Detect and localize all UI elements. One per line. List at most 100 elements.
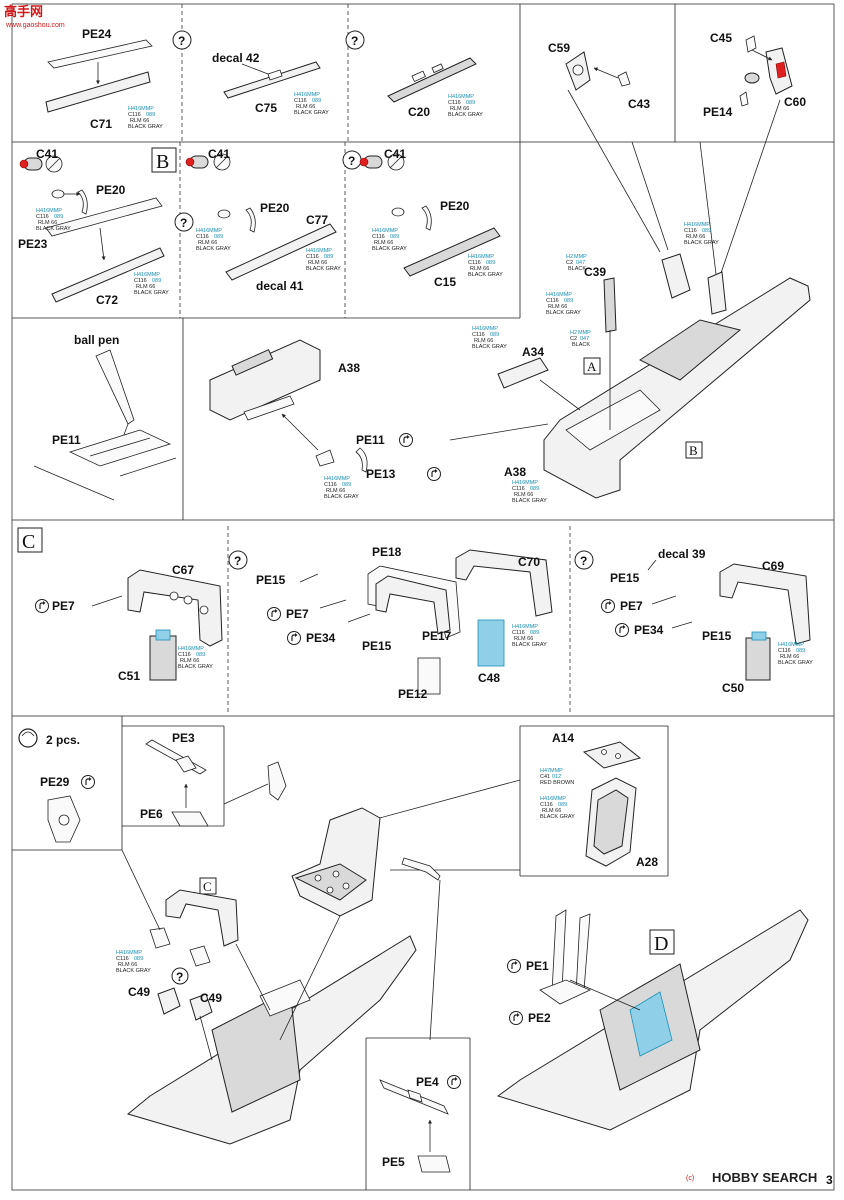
svg-text:RLM 66: RLM 66	[548, 304, 567, 310]
svg-text:?: ?	[180, 216, 187, 230]
part-c-frame-shape	[165, 889, 239, 947]
label-c20: C20	[408, 105, 430, 119]
panel-c59-c43: C59 C43	[548, 41, 650, 111]
svg-text:H416MMP: H416MMP	[472, 326, 498, 332]
svg-text:H416MMP: H416MMP	[372, 228, 398, 234]
label-c41: C41	[384, 147, 406, 161]
svg-text:BLACK: BLACK	[572, 342, 590, 348]
part-pe24-shape	[47, 39, 153, 69]
svg-text:C116: C116	[684, 228, 697, 234]
svg-text:BLACK GRAY: BLACK GRAY	[116, 968, 151, 974]
label-pe12: PE12	[398, 687, 428, 701]
svg-text:BLACK GRAY: BLACK GRAY	[684, 240, 719, 246]
label-c51: C51	[118, 669, 140, 683]
label-c70: C70	[518, 555, 540, 569]
svg-text:C116: C116	[512, 486, 525, 492]
svg-text:047: 047	[576, 260, 585, 266]
svg-text:089: 089	[342, 482, 351, 488]
question-icon	[172, 30, 192, 50]
part-c51-shape	[149, 635, 177, 681]
label-pe5: PE5	[382, 1155, 405, 1169]
svg-text:089: 089	[530, 486, 539, 492]
decal42-shape	[267, 69, 283, 81]
question-icon	[574, 550, 594, 570]
part-pe2-shape	[539, 979, 591, 1005]
label-pe34: PE34	[306, 631, 336, 645]
step-marker-b	[151, 147, 177, 173]
part-pe11-detail-shape	[315, 449, 335, 467]
svg-text:H416MMP: H416MMP	[178, 646, 204, 652]
panel-b-middle: C41 PE20 C77 decal 41 ? H416MMP C116 089…	[174, 147, 341, 293]
label-c72: C72	[96, 293, 118, 307]
svg-text:RLM 66: RLM 66	[136, 284, 155, 290]
svg-text:C116: C116	[512, 630, 525, 636]
svg-text:C116: C116	[324, 482, 337, 488]
label-c43: C43	[628, 97, 650, 111]
question-icon	[171, 967, 189, 985]
svg-text:(c): (c)	[686, 1175, 694, 1182]
svg-text:C116: C116	[546, 298, 559, 304]
paint-callout-c75: H416MMP C116 089 RLM 66 BLACK GRAY	[294, 92, 329, 116]
svg-text:C116: C116	[540, 802, 553, 808]
label-c48: C48	[478, 671, 500, 685]
svg-text:089: 089	[312, 98, 321, 104]
panel-c45-pe14-c60: C45 PE14 C60	[703, 31, 806, 119]
label-pe15-d: PE15	[702, 629, 732, 643]
svg-text:MMP: MMP	[574, 254, 587, 260]
svg-text:H416MMP: H416MMP	[36, 208, 62, 214]
svg-text:RLM 66: RLM 66	[180, 658, 199, 664]
svg-text:089: 089	[146, 112, 155, 118]
label-pe7-c: PE7	[620, 599, 643, 613]
svg-text:C116: C116	[468, 260, 481, 266]
section-c-panel-1: C C67 PE7 C51 H416MMP C116 089 RLM 66 BL…	[17, 527, 223, 683]
label-pe14: PE14	[703, 105, 733, 119]
paint-callout-c60-mounted: H416MMP C116 089 RLM 66 BLACK GRAY	[684, 222, 719, 246]
part-c70-shape	[455, 549, 553, 617]
label-2pcs: 2 pcs.	[46, 733, 80, 747]
label-decal42: decal 42	[212, 51, 260, 65]
ball-pen-shape	[95, 349, 135, 425]
svg-text:BLACK GRAY: BLACK GRAY	[294, 110, 329, 116]
svg-text:089: 089	[486, 260, 495, 266]
panel-c20: ? C20 H416MMP C116 089 RLM 66 BLACK GRAY	[345, 30, 483, 119]
svg-text:BLACK GRAY: BLACK GRAY	[778, 660, 813, 666]
question-icon	[174, 212, 194, 232]
label-pe18: PE18	[372, 545, 402, 559]
part-c67-shape	[127, 569, 223, 647]
label-pe34-b: PE34	[634, 623, 664, 637]
svg-text:BLACK GRAY: BLACK GRAY	[36, 226, 71, 232]
svg-text:089: 089	[702, 228, 711, 234]
svg-text:H416MMP: H416MMP	[116, 950, 142, 956]
part-pe5-shape	[417, 1155, 451, 1173]
svg-text:C116: C116	[134, 278, 147, 284]
svg-text:RLM 66: RLM 66	[474, 338, 493, 344]
svg-text:RLM 66: RLM 66	[686, 234, 705, 240]
svg-text:H416MMP: H416MMP	[324, 476, 350, 482]
part-pe20-shape	[421, 205, 432, 231]
seat-belt-highlight	[629, 991, 673, 1057]
paint-callout-pe20: H416MMP C116 089 RLM 66 BLACK GRAY	[36, 208, 71, 232]
svg-text:RLM 66: RLM 66	[514, 636, 533, 642]
svg-text:089: 089	[796, 648, 805, 654]
svg-text:C116: C116	[196, 234, 209, 240]
label-pe2: PE2	[528, 1011, 551, 1025]
svg-text:?: ?	[176, 970, 183, 984]
bend-icon	[600, 598, 616, 614]
paint-callout-a28: H416MMP C116 089 RLM 66 BLACK GRAY	[540, 796, 575, 820]
svg-text:089: 089	[490, 332, 499, 338]
svg-text:MMP: MMP	[578, 330, 591, 336]
step-marker-d	[649, 929, 675, 955]
label-pe17: PE17	[422, 629, 452, 643]
part-pe20-shape	[77, 189, 88, 215]
label-c59: C59	[548, 41, 570, 55]
bend-icon	[426, 466, 442, 482]
svg-text:BLACK: BLACK	[568, 266, 586, 272]
svg-text:?: ?	[348, 154, 355, 168]
seat-shape	[291, 807, 381, 917]
paint-callout-pe13: H416MMP C116 089 RLM 66 BLACK GRAY	[324, 476, 359, 500]
svg-text:C116: C116	[294, 98, 307, 104]
panel-pe24-c71: PE24 C71 H416MMP C116 089 RLM 66 BLACK G…	[45, 27, 163, 131]
page-frame	[11, 3, 835, 1191]
label-c45: C45	[710, 31, 732, 45]
label-pe15: PE15	[256, 573, 286, 587]
